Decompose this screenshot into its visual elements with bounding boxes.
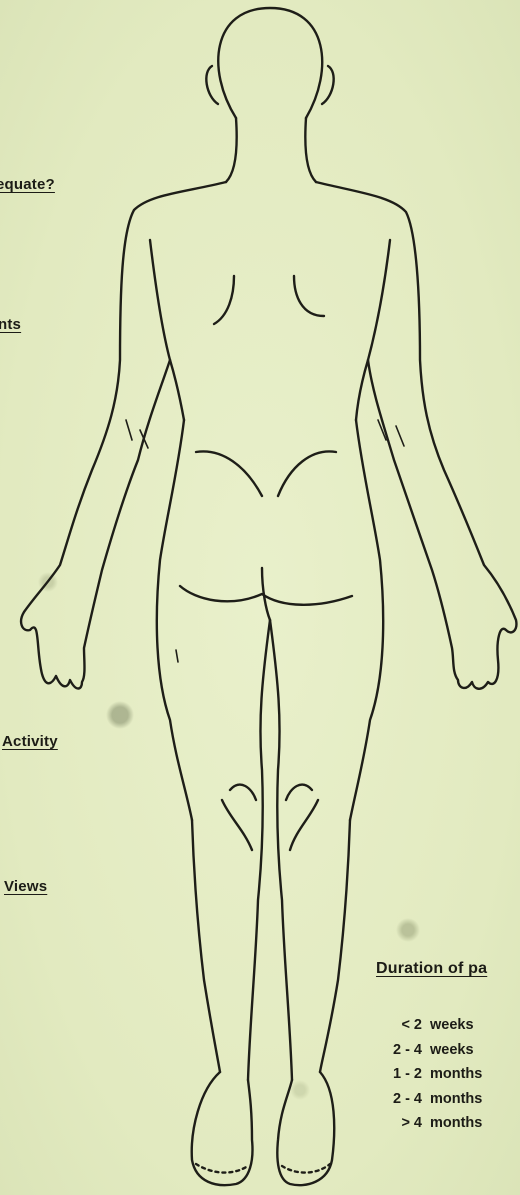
left-ear — [206, 66, 218, 104]
right-knee-crease — [286, 785, 312, 800]
right-arm-outline — [316, 182, 516, 689]
left-lumbar-line — [196, 451, 262, 496]
left-scapula-line — [214, 276, 234, 324]
left-armpit-line — [150, 240, 184, 420]
right-hip-thigh-outline — [350, 420, 383, 820]
left-heel-line — [196, 1164, 248, 1173]
left-knee-crease — [230, 785, 256, 800]
right-heel-line — [282, 1164, 330, 1173]
right-knee-line — [290, 800, 318, 850]
left-knee-line — [222, 800, 252, 850]
right-inner-leg — [270, 620, 292, 1080]
right-scapula-line — [294, 276, 324, 316]
thigh-mark — [176, 650, 178, 662]
head-outline — [218, 8, 322, 118]
neck-right — [305, 118, 316, 182]
left-elbow-mark-1 — [126, 420, 132, 440]
natal-cleft — [262, 568, 270, 620]
neck-left — [226, 118, 237, 182]
left-hip-thigh-outline — [157, 420, 192, 820]
right-armpit-line — [356, 240, 390, 420]
left-calf-outline — [192, 820, 220, 1072]
right-lumbar-line — [278, 451, 336, 496]
duration-title: Duration of pa — [376, 960, 487, 978]
right-calf-outline — [320, 820, 350, 1072]
right-elbow-mark-2 — [396, 426, 404, 446]
right-ear — [322, 66, 334, 104]
left-arm-outline — [21, 182, 226, 689]
